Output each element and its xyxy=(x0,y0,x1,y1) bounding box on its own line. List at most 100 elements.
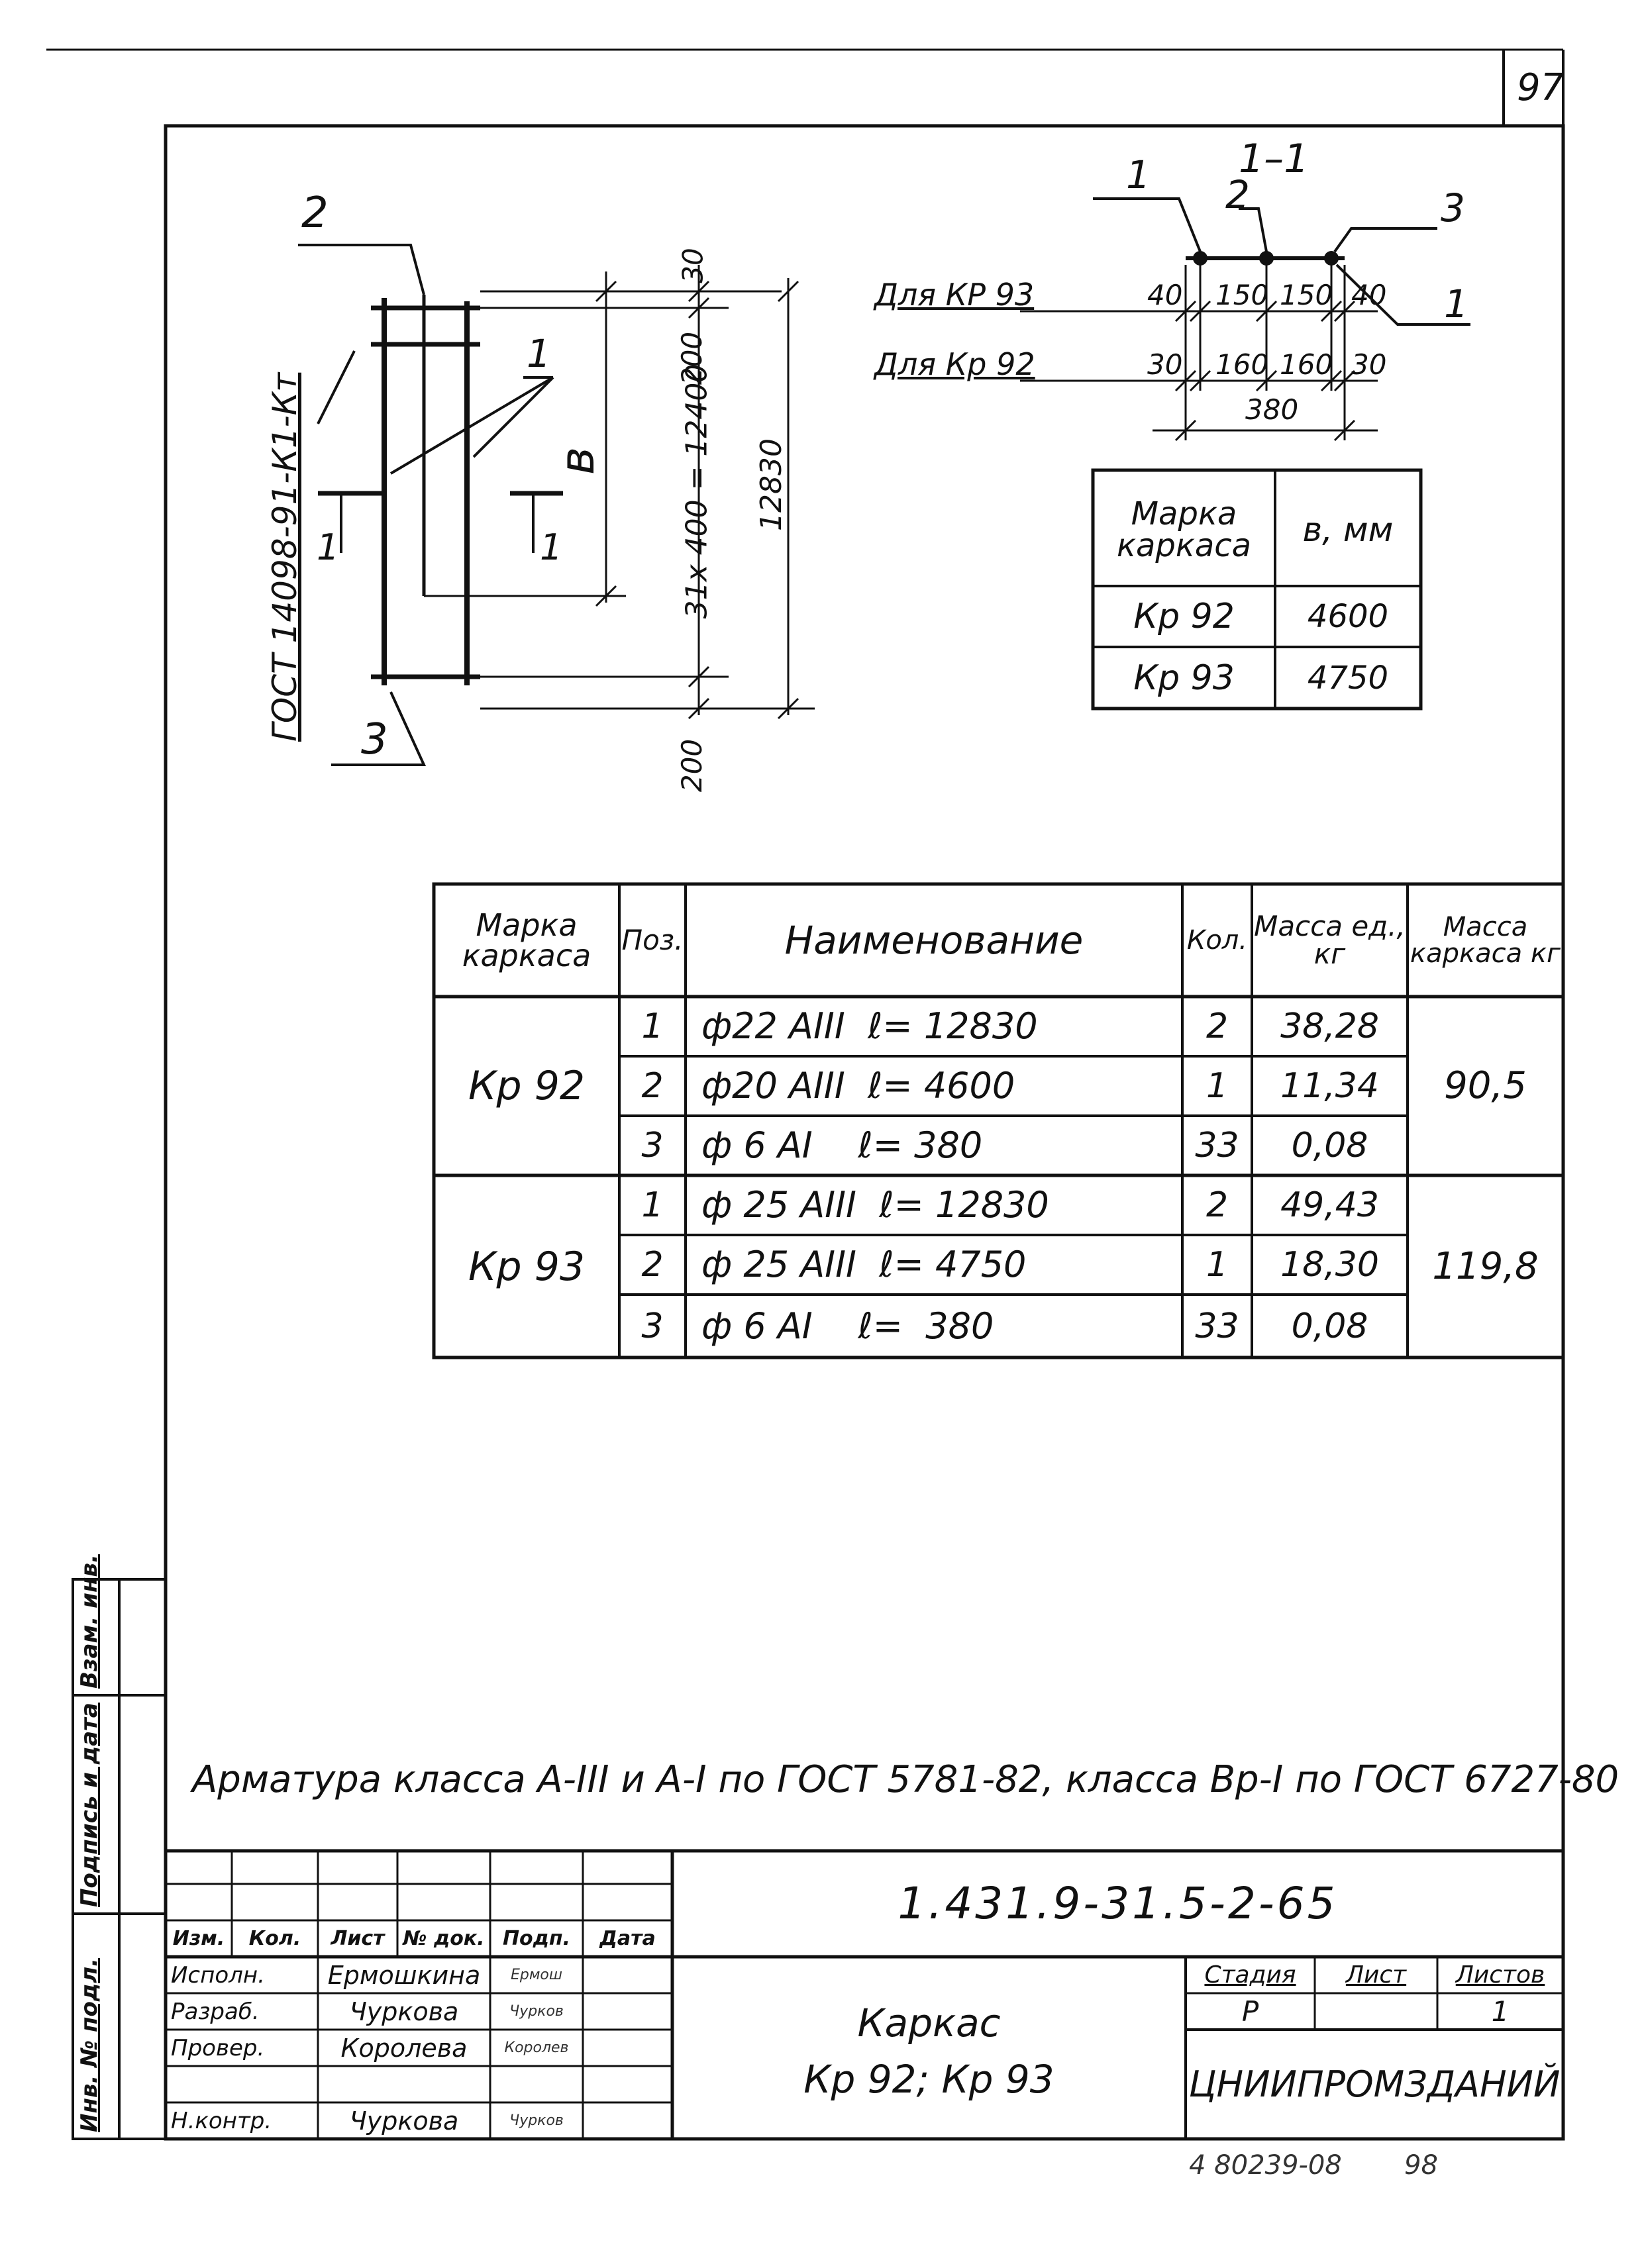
tb-person: Чуркова xyxy=(349,1997,459,2026)
spec-mass: 0,08 xyxy=(1291,1306,1368,1346)
section-dim-value: 40 xyxy=(1147,279,1183,311)
section-dim-value: 40 xyxy=(1351,279,1387,311)
spec-name: ф 25 АIII ℓ= 12830 xyxy=(701,1184,1049,1226)
small-table-cell: Кр 92 xyxy=(1133,597,1235,636)
section-callout-2: 2 xyxy=(1225,172,1250,217)
spec-pos: 2 xyxy=(641,1245,664,1285)
spec-mass: 49,43 xyxy=(1280,1185,1379,1225)
spec-mass: 0,08 xyxy=(1291,1126,1368,1165)
tb-col-header: Подп. xyxy=(502,1926,571,1950)
stamp-inv-original: Инв. № подл. xyxy=(76,1957,103,2132)
callout-position-2: 2 xyxy=(301,189,329,238)
dim-top-30: 30 xyxy=(676,248,709,283)
tb-role: Провер. xyxy=(171,2034,265,2061)
tb-col-header: Лист xyxy=(331,1926,385,1950)
section-dim-overall: 380 xyxy=(1245,393,1299,426)
sheets-value: 1 xyxy=(1491,1995,1510,2028)
sheet-value xyxy=(1315,1993,1437,2030)
spec-name: ф22 АIII ℓ= 12830 xyxy=(701,1005,1038,1047)
stage-value: Р xyxy=(1241,1995,1259,2028)
spec-header-mark: Марка каркаса xyxy=(462,907,591,973)
small-table-header-mark: Марка каркаса xyxy=(1116,495,1252,564)
tb-signature: Ермош xyxy=(510,1966,563,1983)
spec-header-qty: Кол. xyxy=(1186,925,1248,956)
sheet-header: Лист xyxy=(1345,1961,1407,1989)
spec-mass: 38,28 xyxy=(1280,1007,1379,1046)
spec-group-mark: Кр 92 xyxy=(468,1063,586,1109)
spec-header-name: Наименование xyxy=(784,918,1084,963)
tb-signature: Чурков xyxy=(509,2002,564,2020)
tb-col-header: Изм. xyxy=(172,1926,225,1950)
tb-signature: Королев xyxy=(504,2039,569,2056)
archive-page: 98 xyxy=(1404,2150,1438,2181)
tb-person: Ермошкина xyxy=(327,1960,481,1990)
section-mark-left: 1 xyxy=(317,526,340,568)
archive-code: 4 80239-08 xyxy=(1189,2150,1342,2181)
spec-pos: 1 xyxy=(641,1007,664,1046)
small-table-cell: 4750 xyxy=(1307,659,1389,697)
tb-person: Чуркова xyxy=(349,2106,459,2136)
spec-name: ф20 АIII ℓ= 4600 xyxy=(701,1065,1015,1107)
gost-weld-standard: ГОСТ 14098-91-К1-Кт xyxy=(266,372,304,742)
drawing-title-line2: Кр 92; Кр 93 xyxy=(803,2057,1054,2102)
spec-group-mark: Кр 93 xyxy=(468,1243,586,1290)
spec-header-pos: Поз. xyxy=(621,924,684,956)
dim-main-spacing: 31х 400 = 12400 xyxy=(680,364,714,619)
callout-position-1: 1 xyxy=(527,331,551,376)
small-table-header-b: в, мм xyxy=(1302,511,1394,549)
spec-qty: 2 xyxy=(1206,1007,1229,1046)
section-mark-right: 1 xyxy=(540,526,563,568)
section-row-kr93-label: Для КР 93 xyxy=(874,277,1035,313)
reinforcement-note: Арматура класса А-III и А-I по ГОСТ 5781… xyxy=(192,1758,1619,1801)
dimension-b-letter: в xyxy=(549,446,605,475)
spec-pos: 1 xyxy=(641,1185,664,1225)
document-code: 1.431.9-31.5-2-65 xyxy=(898,1878,1338,1929)
section-dim-value: 160 xyxy=(1280,348,1333,381)
section-dim-value: 30 xyxy=(1351,348,1387,381)
section-callout-1-left: 1 xyxy=(1126,152,1151,197)
dim-total-length: 12830 xyxy=(754,438,788,531)
spec-qty: 1 xyxy=(1206,1245,1229,1285)
spec-qty: 33 xyxy=(1195,1306,1239,1346)
spec-mass: 18,30 xyxy=(1280,1245,1379,1285)
sheet-number: 97 xyxy=(1517,66,1565,109)
tb-role: Исполн. xyxy=(171,1961,265,1989)
stage-header: Стадия xyxy=(1204,1961,1296,1989)
spec-pos: 3 xyxy=(641,1126,664,1165)
stamp-replace-inv: Взам. инв. xyxy=(76,1554,103,1689)
spec-name: ф 25 АIII ℓ= 4750 xyxy=(701,1244,1027,1285)
organization-name: ЦНИИПРОМЗДАНИЙ xyxy=(1188,2063,1561,2105)
tb-col-header: Дата xyxy=(599,1926,656,1950)
spec-pos: 3 xyxy=(641,1306,664,1346)
tb-person: Королева xyxy=(340,2033,468,2063)
stamp-signature-date: Подпись и дата xyxy=(76,1702,103,1907)
callout-position-3: 3 xyxy=(361,715,388,764)
tb-signature: Чурков xyxy=(509,2112,564,2129)
drawing-title-line1: Каркас xyxy=(857,2000,1001,2046)
small-table-cell: 4600 xyxy=(1307,598,1389,635)
section-dim-value: 150 xyxy=(1215,279,1269,311)
section-dim-value: 160 xyxy=(1215,348,1269,381)
tb-role: Разраб. xyxy=(171,1998,260,2025)
spec-qty: 33 xyxy=(1195,1126,1239,1165)
sheets-header: Листов xyxy=(1455,1961,1545,1989)
spec-group-total-mass: 90,5 xyxy=(1444,1064,1527,1107)
spec-name: ф 6 АI ℓ= 380 xyxy=(701,1124,983,1166)
spec-qty: 2 xyxy=(1206,1185,1229,1225)
section-row-kr92-label: Для Кр 92 xyxy=(874,346,1035,382)
tb-role: Н.контр. xyxy=(171,2107,272,2134)
section-callout-3: 3 xyxy=(1441,185,1465,230)
section-dim-value: 30 xyxy=(1147,348,1183,381)
small-table-cell: Кр 93 xyxy=(1133,658,1235,698)
spec-pos: 2 xyxy=(641,1066,664,1106)
section-callout-1-right: 1 xyxy=(1444,281,1468,326)
spec-mass: 11,34 xyxy=(1280,1066,1379,1106)
tb-col-header: № док. xyxy=(403,1926,485,1950)
dim-bottom-200: 200 xyxy=(676,738,709,793)
spec-header-frame-mass: Масса каркаса кг xyxy=(1410,912,1561,969)
spec-group-total-mass: 119,8 xyxy=(1432,1244,1539,1288)
tb-col-header: Кол. xyxy=(248,1926,301,1950)
section-title: 1–1 xyxy=(1239,136,1310,182)
spec-name: ф 6 АI ℓ= 380 xyxy=(701,1305,994,1347)
